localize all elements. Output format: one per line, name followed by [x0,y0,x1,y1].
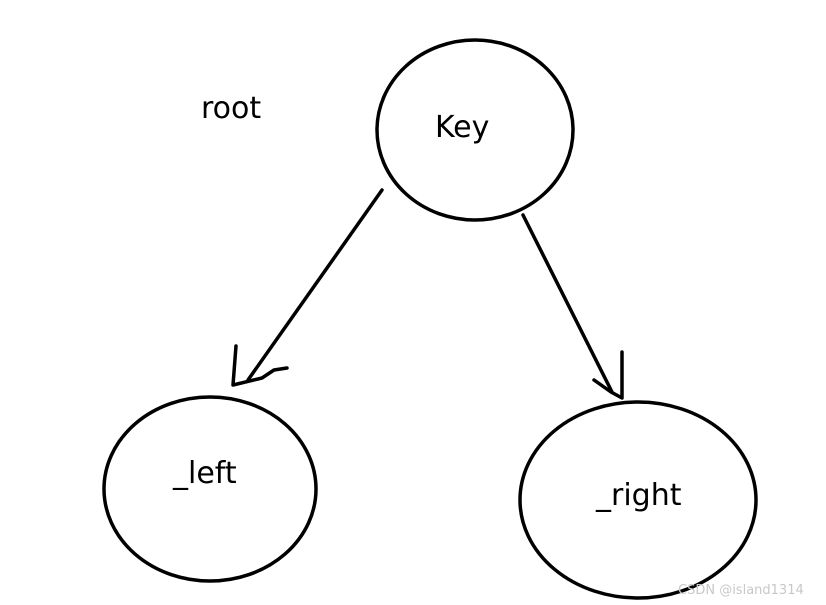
key-node: Key [375,38,575,222]
left-node-circle [102,395,318,583]
right-node-label: _right [595,478,682,513]
key-node-circle [375,38,575,222]
edge-left-line [246,188,384,382]
edge-key-to-right [521,213,624,400]
key-node-label: Key [435,110,489,145]
root-label: root [201,91,261,126]
right-node-circle [518,400,758,600]
edge-right-line [521,213,614,394]
left-node: _left [102,395,318,583]
edge-key-to-left [231,188,384,387]
right-node: _right [518,400,758,600]
left-node-label: _left [172,456,237,491]
edge-left-arrowhead [231,344,289,387]
watermark-text: CSDN @island1314 [678,583,804,598]
edge-right-arrowhead [592,350,624,400]
